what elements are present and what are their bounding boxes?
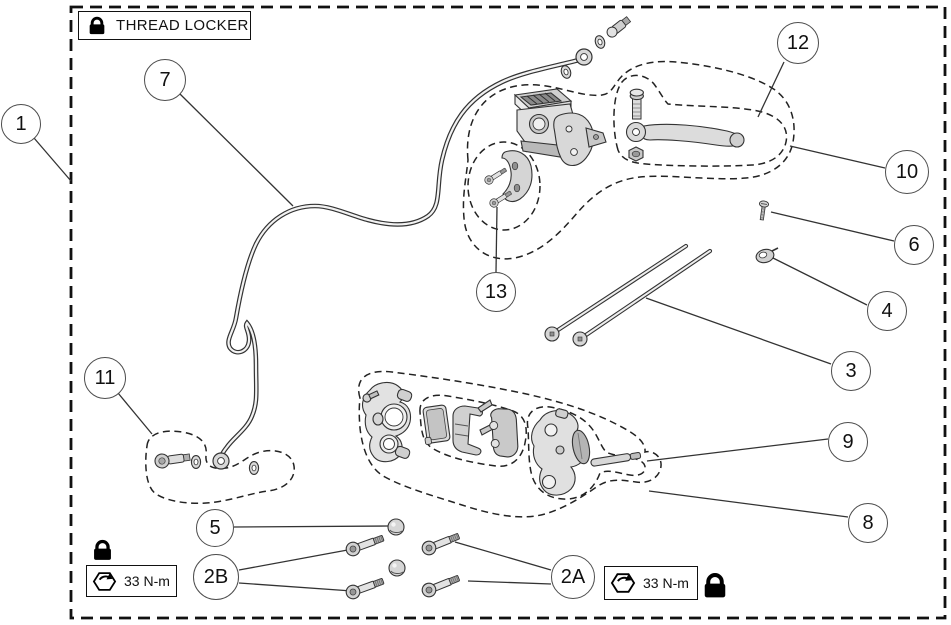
torque-value-right: 33 N-m xyxy=(643,575,689,591)
brake-pad-2 xyxy=(489,408,519,458)
torque-value-left: 33 N-m xyxy=(124,573,170,589)
leader-line-12 xyxy=(757,61,785,118)
caliper-group-outline xyxy=(357,370,662,518)
brake-pads-outline xyxy=(419,394,527,467)
leader-line-4 xyxy=(772,257,868,306)
mount-bolt-2A-1 xyxy=(419,529,462,558)
lower-sealing-washer xyxy=(559,63,573,81)
leader-line-10 xyxy=(789,145,886,169)
hex-nut-torque-icon xyxy=(610,571,636,595)
caliper-half-outer xyxy=(361,381,413,463)
caliper-pin xyxy=(590,452,642,467)
clamp-screw-1 xyxy=(482,165,509,187)
lower-banjo-bolt xyxy=(154,453,191,469)
banjo-bolt-group-outline xyxy=(145,430,295,505)
clamp-group-outline xyxy=(467,141,541,231)
master-cylinder-group-outline xyxy=(462,60,795,260)
flange-nut-1 xyxy=(387,518,405,536)
brake-pad-1 xyxy=(422,404,451,445)
callout-4: 4 xyxy=(867,291,907,331)
leader-line-2B xyxy=(238,548,354,592)
thread-locker-label-box: THREAD LOCKER xyxy=(78,11,251,40)
callout-12: 12 xyxy=(777,22,819,64)
leader-line-13 xyxy=(495,206,498,273)
leader-line-1 xyxy=(33,137,72,182)
callout-5: 5 xyxy=(196,509,234,547)
bleeder-screw xyxy=(758,200,770,221)
hex-nut-torque-icon xyxy=(92,570,117,593)
callout-11: 11 xyxy=(84,357,126,399)
mount-bolt-2B-1 xyxy=(343,531,386,559)
pad-spring xyxy=(452,399,494,456)
banjo-washer-2 xyxy=(248,461,260,475)
leader-line-6 xyxy=(770,211,895,242)
leader-line-8 xyxy=(648,490,849,518)
lever-group-outline xyxy=(613,74,788,167)
mount-bolt-2A-2 xyxy=(419,571,462,600)
callout-8: 8 xyxy=(848,503,888,543)
flange-nut-2 xyxy=(388,559,406,577)
master-cylinder xyxy=(513,88,607,167)
mount-bolt-2B-2 xyxy=(343,574,386,602)
lever-pivot-nut xyxy=(628,146,644,162)
callout-1: 1 xyxy=(1,104,41,144)
leader-line-7 xyxy=(179,93,294,207)
banjo-washer-1 xyxy=(190,455,202,469)
padlock-icon xyxy=(701,572,729,600)
callout-7: 7 xyxy=(144,59,186,101)
caliper-half-inner xyxy=(531,408,591,496)
leader-line-5 xyxy=(233,525,389,528)
leader-line-3 xyxy=(645,297,832,365)
callout-13: 13 xyxy=(476,272,516,312)
handlebar-clamp xyxy=(501,150,533,203)
callout-9: 9 xyxy=(828,422,868,462)
diagram-dashed-border xyxy=(69,5,947,620)
caliper-half-outline xyxy=(526,406,646,500)
torque-spec-right-box: 33 N-m xyxy=(604,566,698,600)
callout-2B: 2B xyxy=(193,554,239,600)
callout-10: 10 xyxy=(885,150,929,194)
brake-lever xyxy=(625,121,745,148)
leader-line-9 xyxy=(646,438,829,462)
leader-line-2A xyxy=(454,541,552,585)
brake-hose xyxy=(212,48,593,470)
upper-banjo-bolt xyxy=(606,16,632,38)
upper-sealing-washer xyxy=(593,33,607,51)
thread-locker-text: THREAD LOCKER xyxy=(116,17,249,34)
torque-spec-left-box: 33 N-m xyxy=(86,565,177,597)
lever-pivot-bolt xyxy=(629,88,644,120)
callout-3: 3 xyxy=(831,351,871,391)
padlock-icon xyxy=(91,539,114,562)
callout-6: 6 xyxy=(894,225,934,265)
padlock-icon xyxy=(87,16,107,36)
pad-pins xyxy=(544,243,713,347)
callout-2A: 2A xyxy=(551,555,595,599)
leader-line-11 xyxy=(117,392,153,435)
hose-clip xyxy=(755,247,779,264)
